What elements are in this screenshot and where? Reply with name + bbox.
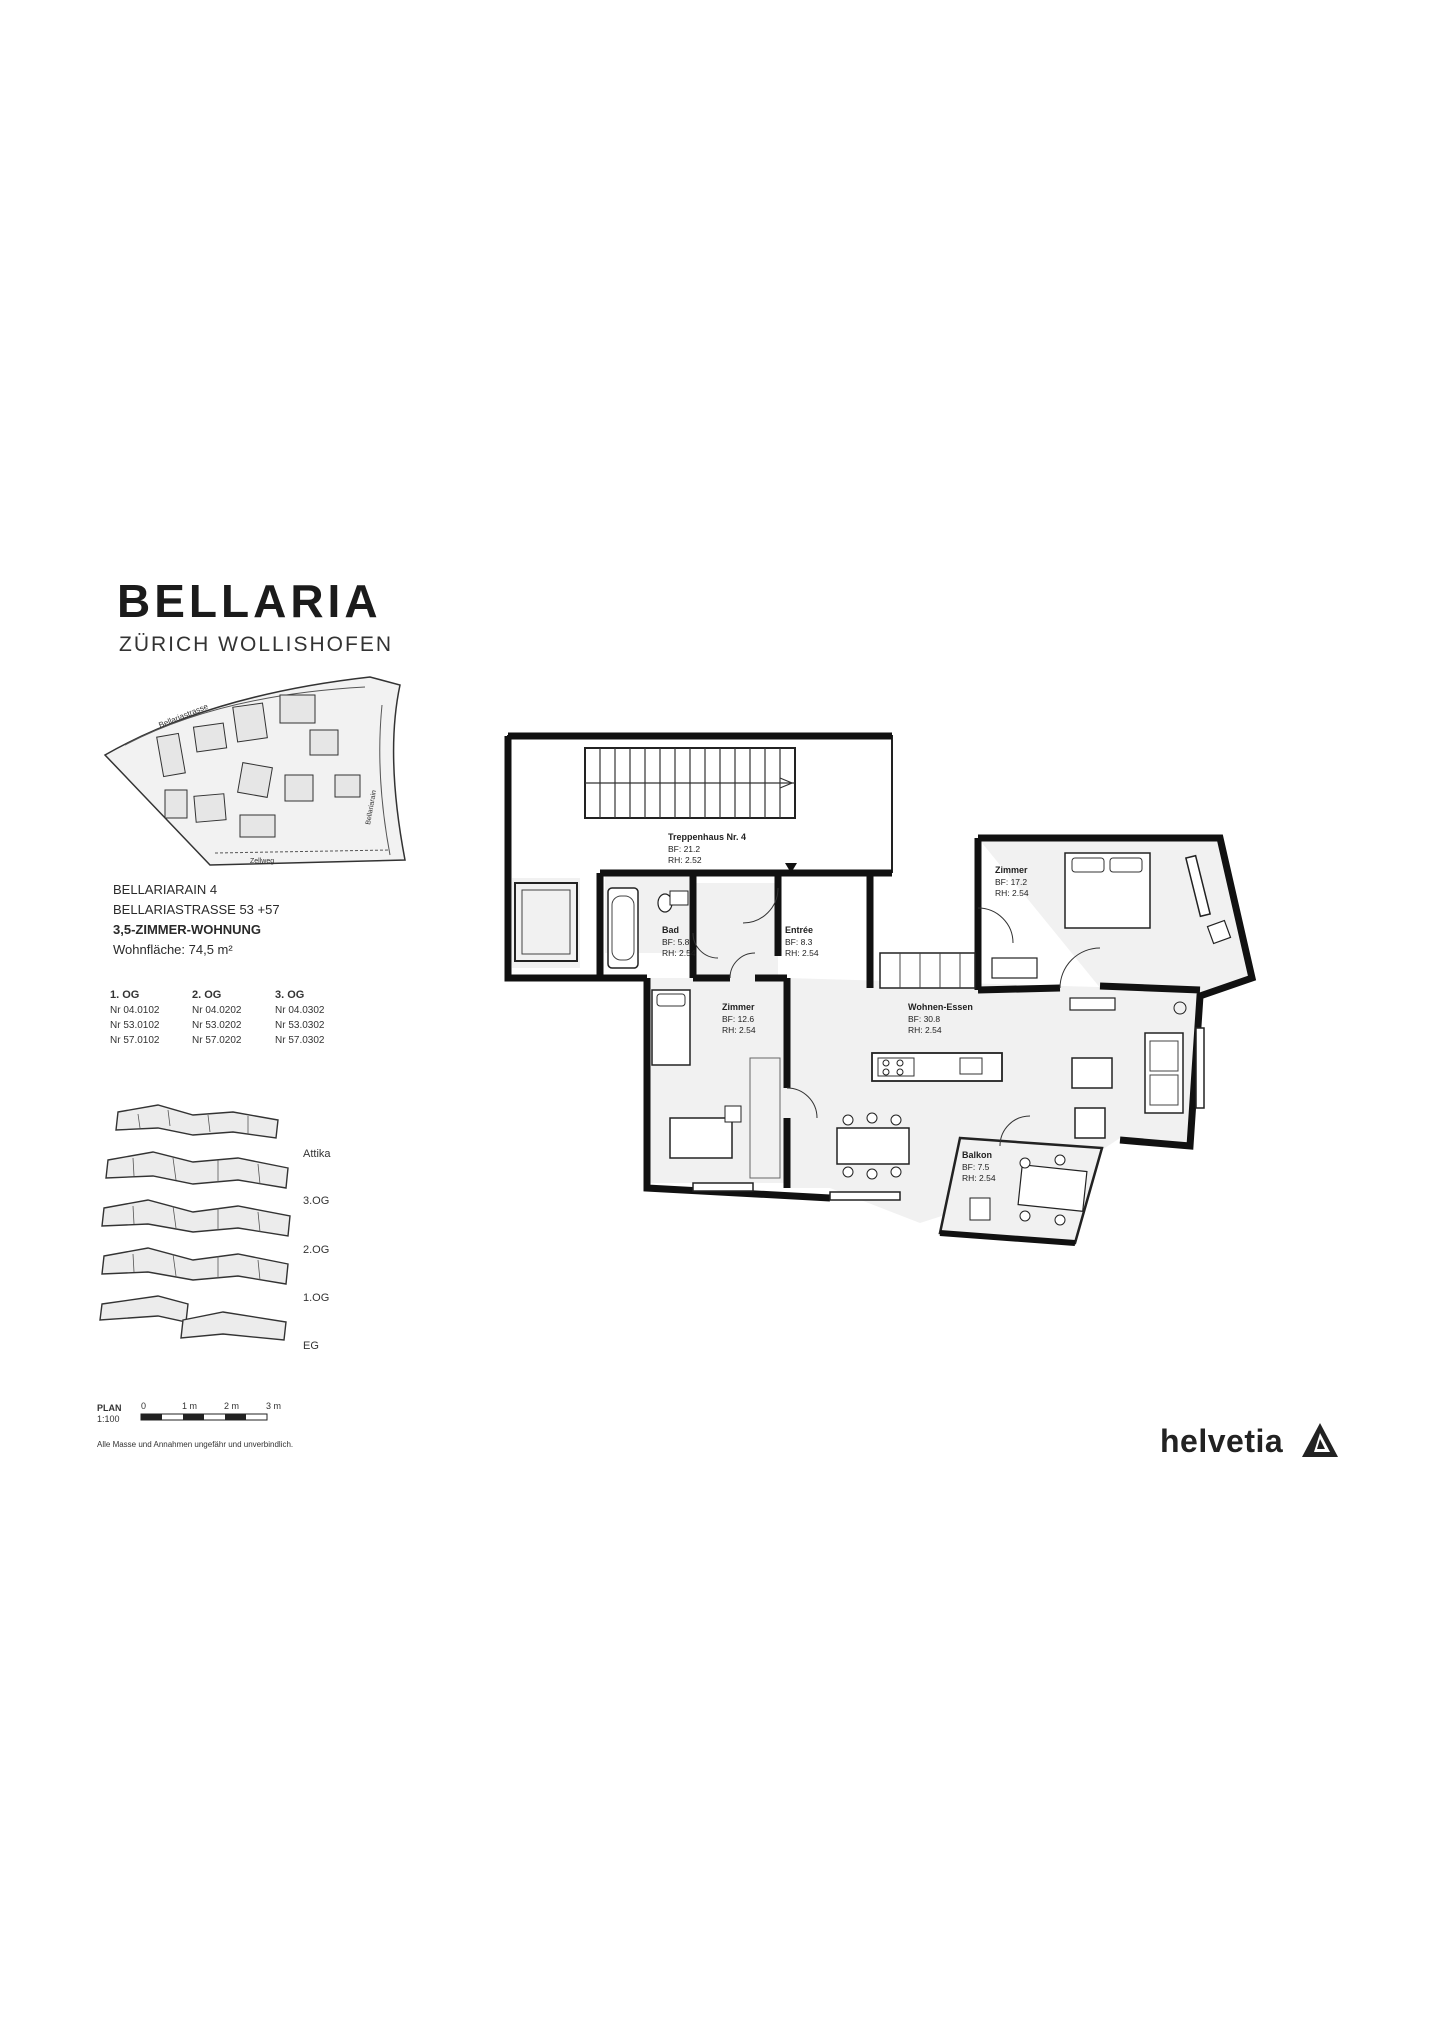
scale-bar [140,1413,268,1421]
floor-stack-diagram [99,1104,291,1341]
room-area: BF: 17.2 [995,877,1027,887]
floor-shape-3og [105,1151,289,1189]
room-label-zimmer-2: Zimmer BF: 12.6 RH: 2.54 [722,1002,756,1035]
apartment-type: 3,5-ZIMMER-WOHNUNG [113,922,262,937]
helvetia-logo-text: helvetia [1160,1423,1284,1459]
room-area: BF: 5.8 [662,937,690,947]
floor-column-3: 3. OG Nr 04.0302 Nr 53.0302 Nr 57.0302 [275,988,324,1048]
room-label-balkon: Balkon BF: 7.5 RH: 2.54 [962,1150,996,1183]
room-name: Balkon [962,1150,992,1160]
room-name: Zimmer [995,865,1028,875]
floor-column-header: 2. OG [192,989,222,1001]
floor-label-2og: 2.OG [303,1244,330,1256]
scale-label: PLAN [97,1403,122,1413]
room-area: BF: 7.5 [962,1162,990,1172]
room-height: RH: 2.54 [722,1025,756,1035]
floor-shape-attika [115,1104,279,1139]
room-name: Treppenhaus Nr. 4 [668,832,746,842]
floor-shape-1og [101,1247,289,1285]
room-label-entree: Entrée BF: 8.3 RH: 2.54 [785,925,819,958]
room-label-wohnen-essen: Wohnen-Essen BF: 30.8 RH: 2.54 [908,1002,973,1035]
helvetia-logo-icon [1302,1423,1338,1457]
floor-column-2: 2. OG Nr 04.0202 Nr 53.0202 Nr 57.0202 [192,988,241,1048]
floor-shape-eg-right [180,1311,287,1341]
unit-number: Nr 04.0202 [192,1005,242,1016]
floor-column-1: 1. OG Nr 04.0102 Nr 53.0102 Nr 57.0102 [110,988,159,1048]
floor-label-3og: 3.OG [303,1195,330,1207]
room-height: RH: 2.54 [662,948,696,958]
unit-number: Nr 04.0102 [110,1005,160,1016]
room-name: Zimmer [722,1002,755,1012]
floor-label-1og: 1.OG [303,1292,330,1304]
address-line1: BELLARIARAIN 4 [113,882,218,897]
scale-tick-0: 0 [141,1401,147,1411]
floor-label-eg: EG [303,1340,319,1352]
brand-title: BELLARIA [117,575,382,627]
room-label-treppenhaus: Treppenhaus Nr. 4 BF: 21.2 RH: 2.52 [668,832,746,865]
unit-number: Nr 04.0302 [275,1005,325,1016]
unit-number: Nr 57.0302 [275,1035,325,1046]
floor-shape-2og [101,1199,291,1237]
room-height: RH: 2.54 [995,888,1029,898]
room-height: RH: 2.52 [668,855,702,865]
room-label-bad: Bad BF: 5.8 RH: 2.54 [662,925,696,958]
unit-number: Nr 53.0202 [192,1020,242,1031]
street-label-bottom: Zellweg [250,858,274,865]
scale-tick-3: 3 m [266,1401,282,1411]
address-line2: BELLARIASTRASSE 53 +57 [113,902,280,917]
room-height: RH: 2.54 [785,948,819,958]
room-height: RH: 2.54 [962,1173,996,1183]
room-label-zimmer-1: Zimmer BF: 17.2 RH: 2.54 [995,865,1029,898]
room-name: Wohnen-Essen [908,1002,973,1012]
floor-plan: Treppenhaus Nr. 4 BF: 21.2 RH: 2.52 Bad … [504,732,1257,1246]
floor-column-header: 3. OG [275,989,305,1001]
unit-number: Nr 53.0302 [275,1020,325,1031]
room-area: BF: 21.2 [668,844,700,854]
brand-subtitle: ZÜRICH WOLLISHOFEN [119,633,394,656]
room-name: Bad [662,925,679,935]
floor-shape-eg-left [99,1295,189,1323]
floor-column-header: 1. OG [110,989,140,1001]
unit-number: Nr 53.0102 [110,1020,160,1031]
unit-number: Nr 57.0102 [110,1035,160,1046]
scale-tick-1: 1 m [182,1401,198,1411]
room-area: BF: 8.3 [785,937,813,947]
site-plan-map: Bellariastrasse Bellariarain Zellweg [103,676,406,866]
living-area: Wohnfläche: 74,5 m² [113,942,233,957]
scale-tick-2: 2 m [224,1401,240,1411]
floor-label-attika: Attika [303,1148,331,1160]
room-name: Entrée [785,925,813,935]
room-area: BF: 30.8 [908,1014,940,1024]
unit-number: Nr 57.0202 [192,1035,242,1046]
room-area: BF: 12.6 [722,1014,754,1024]
room-height: RH: 2.54 [908,1025,942,1035]
scale-note: Alle Masse und Annahmen ungefähr und unv… [97,1440,294,1449]
scale-ratio: 1:100 [97,1414,120,1424]
